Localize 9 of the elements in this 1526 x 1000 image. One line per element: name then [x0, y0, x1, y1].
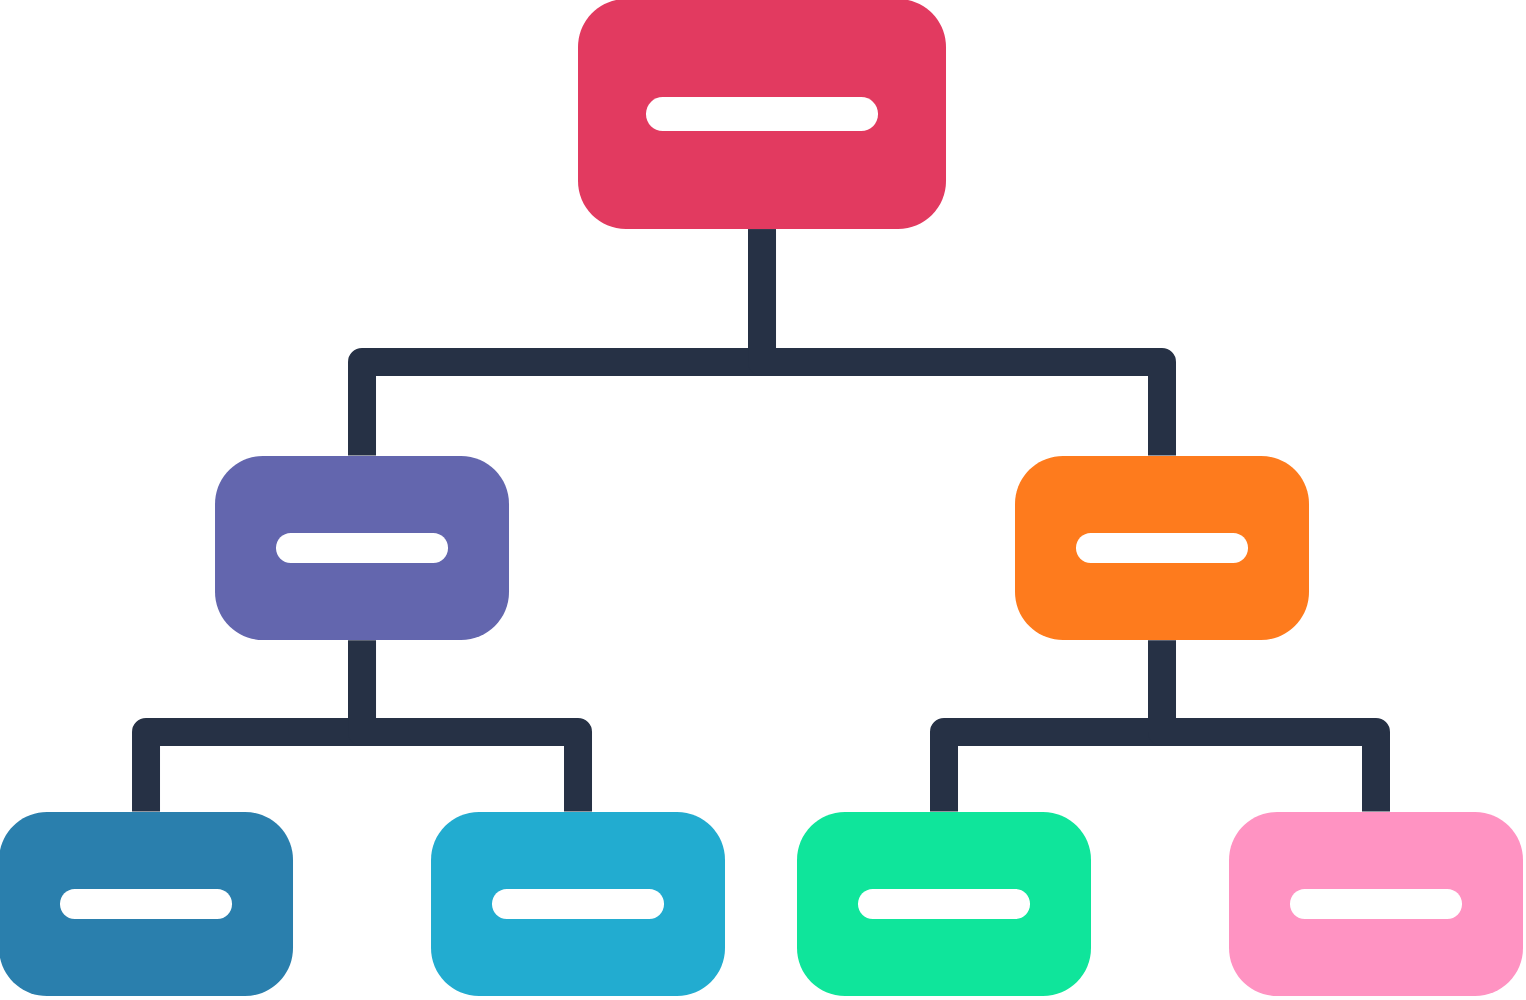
org-box [578, 0, 946, 229]
connector-line [348, 640, 592, 812]
org-box [431, 811, 725, 996]
org-box [0, 811, 293, 996]
org-box [797, 811, 1091, 996]
org-box [1229, 811, 1523, 996]
org-box [1015, 455, 1309, 640]
connector-line [1148, 640, 1390, 812]
org-box [215, 455, 509, 640]
